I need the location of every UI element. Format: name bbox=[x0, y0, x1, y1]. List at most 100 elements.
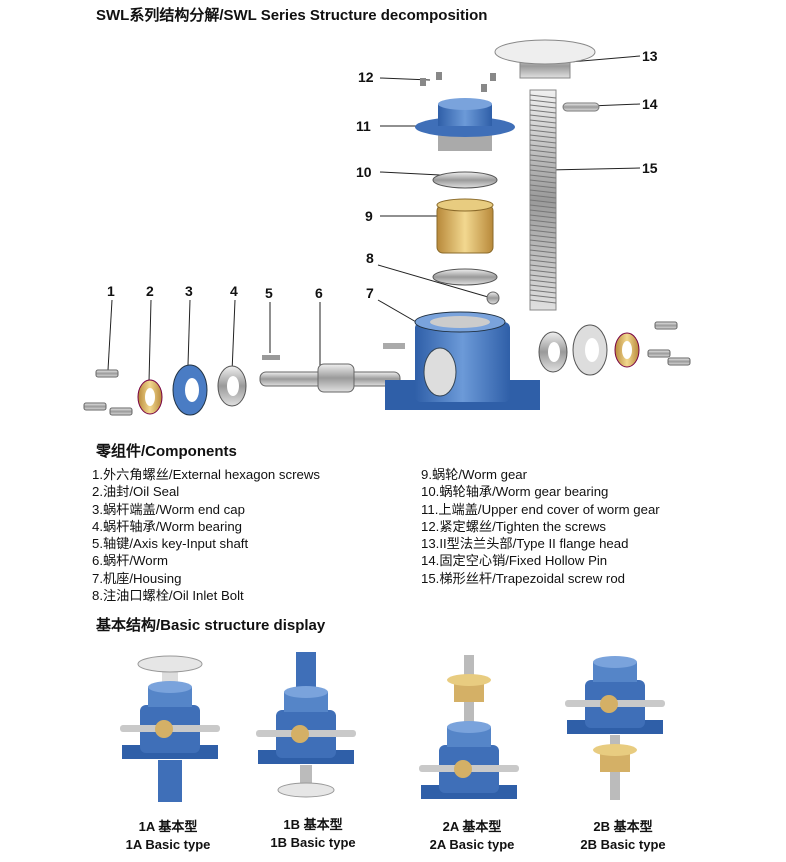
components-list-left: 1.外六角螺丝/External hexagon screws 2.油封/Oil… bbox=[92, 466, 320, 604]
flange-head bbox=[494, 39, 596, 79]
1a-housing bbox=[140, 705, 200, 753]
trapezoidal-screw-rod bbox=[529, 89, 557, 311]
2b-nut bbox=[600, 750, 630, 772]
1b-cover bbox=[284, 692, 328, 712]
2b-seal bbox=[600, 695, 618, 713]
worm-gear bbox=[436, 198, 494, 254]
callout-7: 7 bbox=[366, 285, 374, 301]
component-item: 5.轴键/Axis key-Input shaft bbox=[92, 536, 249, 552]
type-cn: 2A 基本型 bbox=[442, 819, 502, 834]
2a-rod bbox=[464, 655, 474, 765]
callout-2: 2 bbox=[146, 283, 154, 299]
components-list-right: 9.蜗轮/Worm gear 10.蜗轮轴承/Worm gear bearing… bbox=[421, 466, 660, 587]
1b-tube bbox=[296, 652, 316, 702]
callout-15: 15 bbox=[642, 160, 658, 176]
callout-11: 11 bbox=[356, 118, 371, 134]
type-cn: 1A 基本型 bbox=[138, 819, 198, 834]
set-screws bbox=[420, 72, 496, 92]
shaft-key bbox=[262, 355, 280, 360]
type-1b-caption: 1B 基本型 1B Basic type bbox=[243, 816, 383, 852]
callout-9: 9 bbox=[365, 208, 373, 224]
2b-worm-shaft bbox=[565, 700, 665, 707]
component-item: 4.蜗杆轴承/Worm bearing bbox=[92, 518, 242, 534]
2a-seal bbox=[454, 760, 472, 778]
exploded-diagram: 1 2 3 4 5 6 7 8 9 10 11 12 13 14 15 bbox=[83, 39, 691, 416]
2a-nut bbox=[454, 680, 484, 702]
basic-structure-heading: 基本结构/Basic structure display bbox=[96, 617, 326, 634]
1a-neck bbox=[162, 672, 178, 692]
callout-14: 14 bbox=[642, 96, 658, 112]
worm-bearings bbox=[217, 331, 568, 407]
type-2a-caption: 2A 基本型 2A Basic type bbox=[402, 818, 542, 854]
2b-nut-flange bbox=[593, 744, 637, 756]
1b-rod bbox=[300, 765, 312, 785]
component-item: 10.蜗轮轴承/Worm gear bearing bbox=[421, 484, 609, 500]
component-item: 15.梯形丝杆/Trapezoidal screw rod bbox=[421, 570, 625, 586]
component-item: 12.紧定螺丝/Tighten the screws bbox=[421, 518, 606, 534]
component-item: 8.注油口螺栓/Oil Inlet Bolt bbox=[92, 588, 244, 604]
1b-housing bbox=[276, 710, 336, 758]
shaft-key-2 bbox=[383, 343, 405, 349]
1a-base bbox=[122, 745, 218, 759]
1b-worm-shaft bbox=[256, 730, 356, 737]
hex-screws bbox=[83, 321, 691, 416]
2b-cover-top bbox=[593, 656, 637, 668]
callout-13: 13 bbox=[642, 48, 658, 64]
callout-5: 5 bbox=[265, 285, 273, 301]
upper-end-cover bbox=[415, 98, 515, 151]
2b-rod bbox=[610, 735, 620, 800]
callout-1: 1 bbox=[107, 283, 115, 299]
callout-4: 4 bbox=[230, 283, 238, 299]
callout-8: 8 bbox=[366, 250, 374, 266]
callout-12: 12 bbox=[358, 69, 374, 85]
2a-worm-shaft bbox=[419, 765, 519, 772]
2a-base bbox=[421, 785, 517, 799]
type-en: 1B Basic type bbox=[270, 835, 356, 850]
2a-housing bbox=[439, 745, 499, 793]
1a-cover-top bbox=[148, 681, 192, 693]
type-en: 2B Basic type bbox=[580, 837, 666, 852]
type-cn: 1B 基本型 bbox=[283, 817, 343, 832]
component-item: 14.固定空心销/Fixed Hollow Pin bbox=[421, 553, 608, 569]
1a-worm-shaft bbox=[120, 725, 220, 732]
1b-base bbox=[258, 750, 354, 764]
component-item: 3.蜗杆端盖/Worm end cap bbox=[92, 501, 245, 517]
housing bbox=[385, 311, 540, 410]
1a-cover bbox=[148, 687, 192, 707]
component-item: 9.蜗轮/Worm gear bbox=[421, 467, 528, 482]
oil-inlet-bolt bbox=[486, 291, 500, 305]
2b-housing bbox=[585, 680, 645, 728]
component-item: 2.油封/Oil Seal bbox=[92, 484, 180, 500]
2b-base bbox=[567, 720, 663, 734]
component-item: 11.上端盖/Upper end cover of worm gear bbox=[421, 501, 660, 517]
1a-flange bbox=[137, 655, 203, 673]
type-2b-caption: 2B 基本型 2B Basic type bbox=[553, 818, 693, 854]
type-en: 2A Basic type bbox=[429, 837, 515, 852]
component-item: 6.蜗杆/Worm bbox=[92, 553, 168, 569]
2a-cover-top bbox=[447, 721, 491, 733]
1b-seal bbox=[291, 725, 309, 743]
worm-gear-bearings bbox=[432, 171, 498, 286]
type-en: 1A Basic type bbox=[125, 837, 211, 852]
components-heading: 零组件/Components bbox=[96, 443, 237, 460]
2b-cover bbox=[593, 662, 637, 682]
callout-6: 6 bbox=[315, 285, 323, 301]
worm-shaft bbox=[259, 363, 401, 393]
worm-end-caps bbox=[172, 324, 608, 416]
callout-3: 3 bbox=[185, 283, 193, 299]
page-title: SWL系列结构分解/SWL Series Structure decomposi… bbox=[96, 7, 488, 24]
component-item: 1.外六角螺丝/External hexagon screws bbox=[92, 467, 320, 482]
component-item: 7.机座/Housing bbox=[92, 570, 182, 586]
2a-cover bbox=[447, 727, 491, 747]
1b-cover-top bbox=[284, 686, 328, 698]
type-1a-caption: 1A 基本型 1A Basic type bbox=[98, 818, 238, 854]
2a-nut-flange bbox=[447, 674, 491, 686]
callout-10: 10 bbox=[356, 164, 372, 180]
1a-tube bbox=[158, 760, 182, 802]
1a-seal bbox=[155, 720, 173, 738]
component-item: 13.II型法兰头部/Type II flange head bbox=[421, 536, 629, 552]
oil-seals bbox=[137, 332, 640, 415]
hollow-pin bbox=[562, 102, 600, 112]
type-cn: 2B 基本型 bbox=[593, 819, 653, 834]
1b-flange bbox=[277, 782, 335, 798]
